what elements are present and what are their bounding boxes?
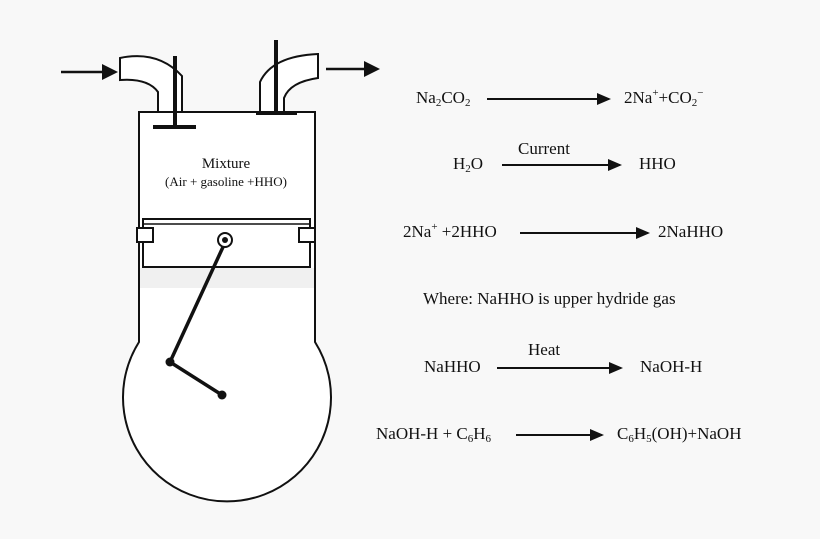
r3-reactant: 2Na+ +2HHO	[403, 221, 497, 242]
r2-arrow	[502, 159, 622, 171]
connecting-rod	[168, 246, 225, 363]
r4-product: NaOH-H	[640, 357, 703, 376]
r1-reactant: Na2CO2	[416, 88, 471, 109]
cylinder-body	[122, 111, 332, 503]
exhaust-port	[259, 52, 319, 113]
r3-arrow	[520, 227, 650, 239]
r5-arrow	[516, 429, 604, 441]
exhaust-arrow	[326, 61, 380, 77]
r2-reactant: H2O	[453, 154, 484, 175]
r4-condition: Heat	[528, 340, 561, 359]
piston-ring-left	[136, 227, 154, 243]
r5-product: C6H5(OH)+NaOH	[617, 424, 742, 445]
crank-pin	[165, 357, 175, 367]
hydride-note: Where: NaHHO is upper hydride gas	[423, 289, 676, 308]
intake-valve	[153, 56, 196, 129]
r5-reactant: NaOH-H + C6H6	[376, 424, 492, 445]
r2-product: HHO	[639, 154, 676, 173]
crank-arm	[169, 360, 223, 397]
r4-arrow	[497, 362, 623, 374]
r3-product: 2NaHHO	[658, 222, 724, 241]
intake-port	[119, 55, 183, 113]
mixture-title: Mixture	[202, 156, 251, 172]
r1-arrow	[487, 93, 611, 105]
cylinder-lower-shade	[140, 268, 314, 288]
exhaust-valve	[256, 40, 297, 115]
r1-product: 2Na++CO2−	[624, 87, 704, 109]
r4-reactant: NaHHO	[424, 357, 481, 376]
crankshaft-center	[217, 390, 227, 400]
mixture-detail: (Air + gasoline +HHO)	[165, 174, 287, 189]
r2-condition: Current	[518, 139, 570, 158]
intake-arrow	[61, 64, 118, 80]
piston-ring-right	[298, 227, 316, 243]
